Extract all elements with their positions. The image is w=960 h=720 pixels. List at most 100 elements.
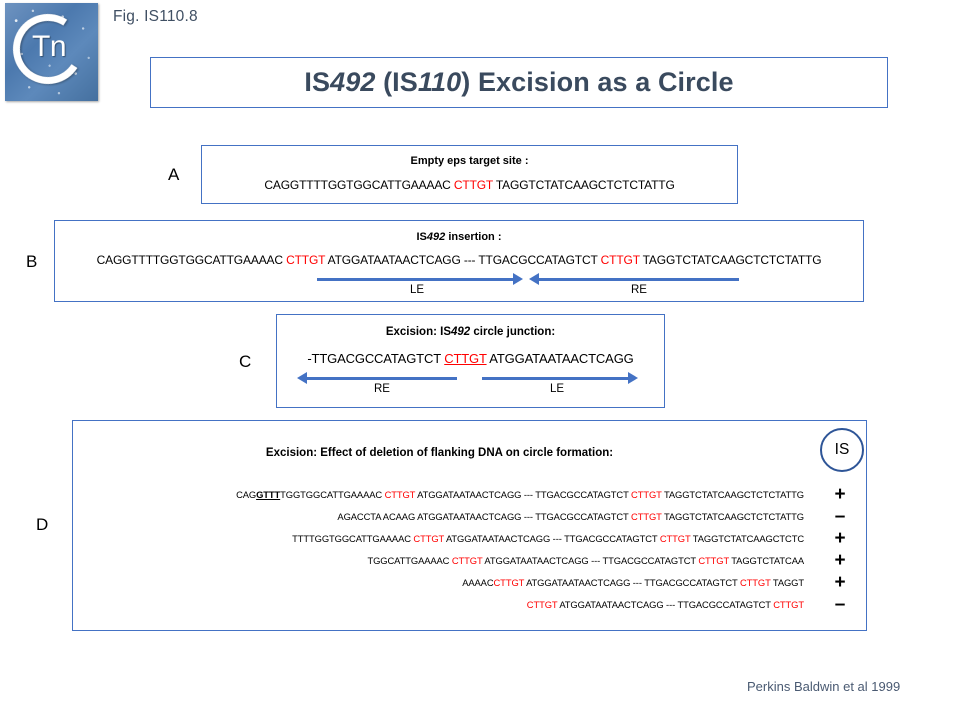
title-text-run: (IS [375,67,418,97]
panel-d: Excision: Effect of deletion of flanking… [72,420,867,631]
title-text-run: IS [304,67,331,97]
heading-run: insertion : [445,231,502,243]
panel-a-heading: Empty eps target site : [410,155,529,167]
panel-d-row: AAAACCTTGT ATGGATAATAACTCAGG --- TTGACGC… [73,571,866,593]
logo-tn-text: Tn [32,30,67,63]
sequence-run: -TTGACGCCATAGTCT [307,351,445,366]
panel-a: Empty eps target site : CAGGTTTTGGTGGCAT… [201,145,738,204]
title-italic-number: 110 [417,67,462,97]
cttgt-motif: CTTGT [631,488,662,500]
le-arrow-label: LE [549,383,565,395]
panel-d-row-list: CAGGTTTTGGTGGCATTGAAAAC CTTGT ATGGATAATA… [73,483,866,615]
sequence-run: TAGGTCTATCAAGCTCTCTATTG [661,510,804,522]
is-badge: IS [820,428,864,472]
panel-b-arrow-row: LE RE [55,269,863,299]
le-arrow-line [317,278,517,281]
sequence-run: TAGGTCTATCAA [728,554,804,566]
cttgt-motif: CTTGT [384,488,416,500]
panel-d-row: CAGGTTTTGGTGGCATTGAAAAC CTTGT ATGGATAATA… [73,483,866,505]
re-arrow-label: RE [374,383,390,395]
sequence-run: TGGCATTGAAAAC [367,554,452,566]
is-badge-label: IS [834,441,850,458]
sequence-run: ATGGATAATAACTCAGG --- TTGACGCCATAGTCT [557,598,774,610]
panel-d-row-circle-formation-sign: – [834,593,846,615]
cttgt-motif: CTTGT [600,253,640,267]
title-italic-number: 492 [330,67,376,97]
panel-a-sequence: CAGGTTTTGGTGGCATTGAAAAC CTTGT TAGGTCTATC… [202,178,737,192]
sequence-run: CAGGTTTTGGTGGCATTGAAAAC [96,253,287,267]
le-arrow-line [482,377,632,380]
panel-c-sequence: -TTGACGCCATAGTCT CTTGT ATGGATAATAACTCAGG [277,351,664,366]
panel-label-b: B [26,252,38,271]
panel-c-heading: Excision: IS492 circle junction: [277,326,664,338]
le-arrow-head-icon [513,273,523,285]
heading-run: IS [416,231,427,243]
cttgt-motif: CTTGT [526,598,558,610]
re-arrow-label: RE [631,284,647,296]
panel-d-row: TTTTGGTGGCATTGAAAAC CTTGT ATGGATAATAACTC… [73,527,866,549]
panel-label-d: D [36,515,49,534]
sequence-run: AGACCTA ACAAG ATGGATAATAACTCAGG --- TTGA… [337,510,632,522]
sequence-run: TAGGTCTATCAAGCTCTCTATTG [492,178,675,192]
panel-d-heading: Excision: Effect of deletion of flanking… [265,447,614,459]
sequence-run: ATGGATAATAACTCAGG --- TTGACGCCATAGTCT [524,576,740,588]
panel-d-row-circle-formation-sign: + [834,571,846,593]
panel-d-row: CTTGT ATGGATAATAACTCAGG --- TTGACGCCATAG… [73,593,866,615]
sequence-run: TAGGTCTATCAAGCTCTCTATTG [661,488,804,500]
panel-d-row-sequence: TGGCATTGAAAAC CTTGT ATGGATAATAACTCAGG --… [367,555,804,566]
panel-d-row: AGACCTA ACAAG ATGGATAATAACTCAGG --- TTGA… [73,505,866,527]
panel-d-row-circle-formation-sign: + [834,549,846,571]
cttgt-motif: CTTGT [773,598,804,610]
sequence-run: ATGGATAATAACTCAGG --- TTGACGCCATAGTCT [482,554,699,566]
figure-number: Fig. IS110.8 [113,8,198,25]
cttgt-motif: CTTGT [659,532,691,544]
panel-d-row: TGGCATTGAAAAC CTTGT ATGGATAATAACTCAGG --… [73,549,866,571]
sequence-run: TAGGTCTATCAAGCTCTC [690,532,804,544]
panel-d-row-sequence: CAGGTTTTGGTGGCATTGAAAAC CTTGT ATGGATAATA… [236,489,804,500]
panel-d-row-sequence: AAAACCTTGT ATGGATAATAACTCAGG --- TTGACGC… [462,577,804,588]
heading-run: Excision: IS [385,326,451,338]
panel-d-row-sequence: TTTTGGTGGCATTGAAAAC CTTGT ATGGATAATAACTC… [292,533,804,544]
re-arrow-head-icon [297,372,307,384]
cttgt-motif: CTTGT [698,554,729,566]
sequence-run: ATGGATAATAACTCAGG --- TTGACGCCATAGTCT [443,532,660,544]
sequence-run: TAGGT [770,576,804,588]
cttgt-motif: CTTGT [453,178,493,192]
panel-d-row-circle-formation-sign: + [834,483,846,505]
panel-b-sequence: CAGGTTTTGGTGGCATTGAAAAC CTTGT ATGGATAATA… [55,253,863,267]
panel-c-arrow-row: RE LE [277,368,664,398]
sequence-run: CAG [236,488,257,500]
credit-line: Perkins Baldwin et al 1999 [747,679,901,694]
sequence-run: TGGTGGCATTGAAAAC [280,488,385,500]
cttgt-motif: CTTGT [631,510,662,522]
le-arrow-head-icon [628,372,638,384]
panel-label-c: C [239,352,252,371]
title-box: IS492 (IS110) Excision as a Circle [150,57,888,108]
panel-d-row-circle-formation-sign: + [834,527,846,549]
sequence-run: ATGGATAATAACTCAGG --- TTGACGCCATAGTCT [325,253,601,267]
panel-d-row-sequence: CTTGT ATGGATAATAACTCAGG --- TTGACGCCATAG… [527,599,804,610]
heading-italic-number: 492 [426,231,446,243]
sequence-run: ATGGATAATAACTCAGG --- TTGACGCCATAGTCT [415,488,632,500]
page-title: IS492 (IS110) Excision as a Circle [304,67,733,98]
sequence-run: TTTTGGTGGCATTGAAAAC [292,532,414,544]
sequence-run: ATGGATAATAACTCAGG [486,351,634,366]
sequence-run: CAGGTTTTGGTGGCATTGAAAAC [264,178,454,192]
panel-d-row-circle-formation-sign: – [834,505,846,527]
panel-b: IS492 insertion : CAGGTTTTGGTGGCATTGAAAA… [54,220,864,302]
cttgt-motif: CTTGT [451,554,483,566]
panel-d-row-sequence: AGACCTA ACAAG ATGGATAATAACTCAGG --- TTGA… [337,511,804,522]
heading-italic-number: 492 [451,326,471,338]
cttgt-motif: CTTGT [493,576,525,588]
sequence-run: TAGGTCTATCAAGCTCTCTATTG [639,253,822,267]
panel-label-a: A [168,165,180,184]
ctn-logo: Tn [5,3,98,101]
title-text-run: ) Excision as a Circle [461,67,734,97]
panel-c: Excision: IS492 circle junction: -TTGACG… [276,314,665,408]
heading-run: circle junction: [470,326,556,338]
panel-b-heading: IS492 insertion : [55,231,863,243]
re-arrow-head-icon [529,273,539,285]
cttgt-motif: CTTGT [286,253,326,267]
cttgt-motif: CTTGT [413,532,444,544]
cttgt-motif: CTTGT [739,576,771,588]
